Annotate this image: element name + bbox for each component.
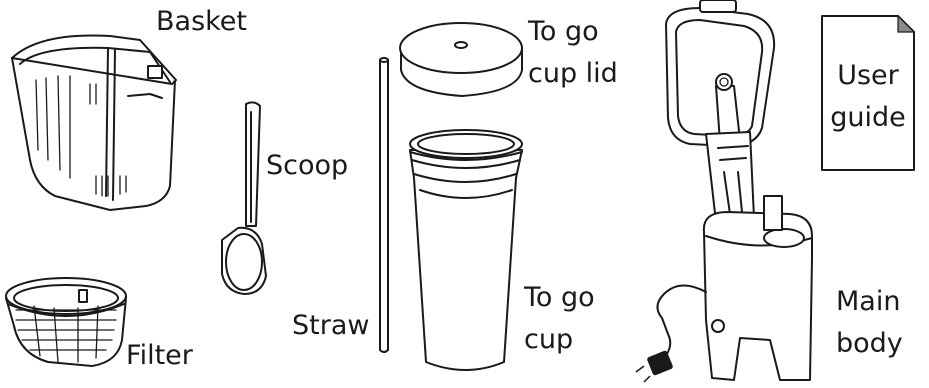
cup-lid-label-line-1: To go [528,16,599,48]
scoop-label: Scoop [266,150,348,182]
cup-lid-icon [400,23,522,96]
cup-icon [410,130,522,370]
cup-label-line-1: To go [524,282,595,314]
straw-icon [380,58,388,352]
straw-label: Straw [292,310,369,342]
user-guide-label-line-1: User [824,60,912,92]
main-body-label-line-2: body [836,328,903,360]
main-body-icon [636,0,812,382]
user-guide-icon [822,16,914,170]
cup-lid-label-line-2: cup lid [528,58,618,90]
basket-icon [12,35,176,210]
filter-icon [6,278,126,366]
user-guide-label-line-2: guide [824,102,912,134]
scoop-icon [222,102,266,294]
main-body-label-line-1: Main [836,286,900,318]
cup-label-line-2: cup [524,324,573,356]
filter-label: Filter [126,340,193,372]
basket-label: Basket [156,6,247,38]
